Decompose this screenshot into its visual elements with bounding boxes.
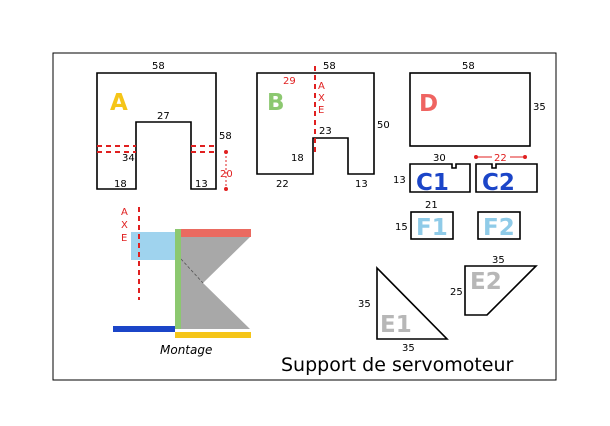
piece-c1: C1 30 13 — [393, 153, 471, 196]
piece-e2: E2 35 25 — [450, 255, 538, 316]
montage-part-d — [181, 229, 251, 237]
montage-hidden-edge — [180, 258, 204, 284]
piece-a-dim-top: 58 — [152, 61, 165, 72]
piece-c2: C2 22 — [474, 153, 538, 196]
piece-a-dim-inner-side: 34 — [122, 153, 135, 164]
page-title: Support de servomoteur — [281, 354, 514, 376]
piece-a-dim-red-side: 20 — [220, 169, 233, 180]
piece-a-dim-inner-top: 27 — [157, 111, 170, 122]
montage-part-c — [113, 326, 175, 332]
montage-label: Montage — [160, 343, 212, 357]
montage-part-f — [131, 232, 176, 260]
piece-f2-outline — [477, 211, 521, 240]
piece-b: A X E B 58 29 50 23 18 22 13 — [256, 61, 390, 190]
piece-a-label: A — [110, 90, 128, 116]
piece-f2: F2 — [477, 211, 521, 241]
piece-b-dim-notch-side: 18 — [291, 153, 304, 164]
piece-a-red-dot-top — [224, 150, 228, 154]
piece-c2-red-dot-right — [523, 155, 527, 159]
piece-a-dim-left-foot: 18 — [114, 179, 127, 190]
piece-c1-outline — [409, 163, 471, 193]
montage-assembly: A X E Montage — [113, 207, 251, 357]
piece-e1-dim-bottom: 35 — [402, 343, 415, 354]
montage-part-b — [175, 229, 181, 329]
piece-d-outline — [409, 72, 531, 147]
piece-c2-outline — [475, 163, 538, 193]
piece-f1-dim-top: 21 — [425, 200, 438, 211]
montage-part-e — [181, 237, 250, 329]
piece-e2-outline — [464, 265, 538, 316]
piece-f1-label: F1 — [416, 215, 448, 241]
piece-f1: F1 21 15 — [395, 200, 454, 241]
montage-axe-letter-2: X — [121, 220, 128, 231]
montage-part-a — [175, 332, 251, 338]
piece-a: A 58 58 27 34 18 13 20 — [96, 61, 233, 191]
piece-b-dim-left-foot: 22 — [276, 179, 289, 190]
piece-f1-dim-left: 15 — [395, 222, 408, 233]
piece-e1-label: E1 — [380, 312, 412, 338]
piece-e1: E1 35 35 — [358, 266, 449, 354]
piece-e2-label: E2 — [470, 269, 502, 295]
piece-e1-outline — [376, 266, 449, 340]
piece-b-dim-top: 58 — [323, 61, 336, 72]
piece-c2-label: C2 — [482, 170, 515, 196]
piece-d: D 58 35 — [409, 61, 546, 147]
piece-b-axe-letter-3: E — [318, 105, 324, 116]
montage-axe-letter-1: A — [121, 207, 128, 218]
piece-b-label: B — [267, 90, 285, 116]
piece-a-outline — [96, 72, 217, 190]
piece-c2-red-dot-left — [474, 155, 478, 159]
piece-b-dim-notch: 23 — [319, 126, 332, 137]
montage-axe-letter-3: E — [121, 233, 127, 244]
piece-e2-dim-top: 35 — [492, 255, 505, 266]
piece-f1-outline — [410, 211, 454, 240]
piece-b-outline — [256, 72, 375, 175]
piece-c1-dim-left: 13 — [393, 175, 406, 186]
piece-e2-dim-left: 25 — [450, 287, 463, 298]
piece-d-label: D — [419, 91, 438, 117]
piece-a-red-dot-bottom — [224, 187, 228, 191]
piece-c2-dim-top: 22 — [494, 153, 507, 164]
piece-a-dim-right: 58 — [219, 131, 232, 142]
piece-e1-dim-left: 35 — [358, 299, 371, 310]
piece-b-axe-letter-1: A — [318, 81, 325, 92]
piece-b-axe-letter-2: X — [318, 93, 325, 104]
drawing-frame — [52, 52, 557, 381]
piece-b-dim-right: 50 — [377, 120, 390, 131]
piece-f2-label: F2 — [483, 215, 515, 241]
piece-d-dim-right: 35 — [533, 102, 546, 113]
piece-a-dim-right-foot: 13 — [195, 179, 208, 190]
piece-b-dim-red-top: 29 — [283, 76, 296, 87]
piece-c1-dim-top: 30 — [433, 153, 446, 164]
piece-d-dim-top: 58 — [462, 61, 475, 72]
piece-b-dim-right-foot: 13 — [355, 179, 368, 190]
piece-c1-label: C1 — [416, 170, 449, 196]
